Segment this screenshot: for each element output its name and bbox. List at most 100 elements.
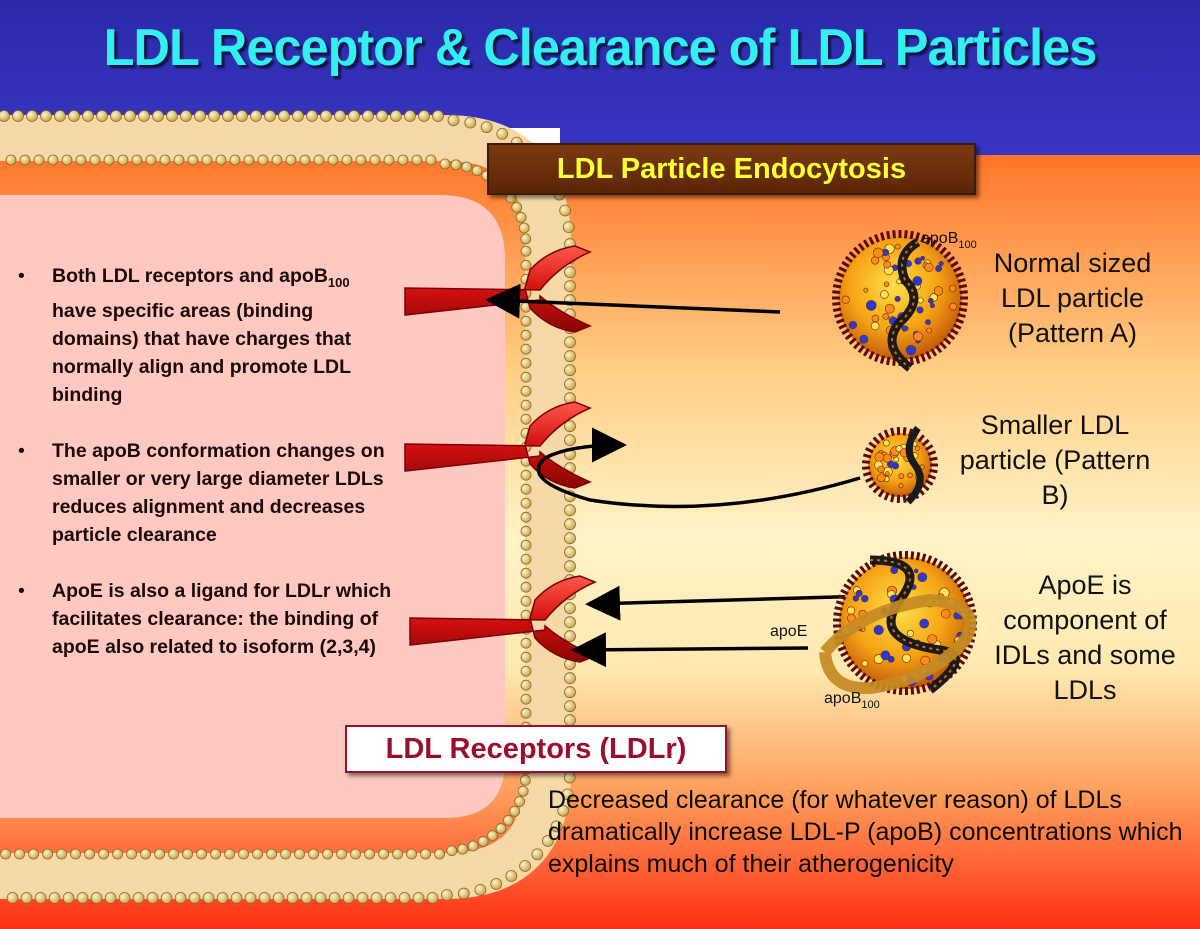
receptors-label: LDL Receptors (LDLr): [345, 725, 727, 773]
lipid-head: [131, 154, 143, 166]
lipid-head: [230, 892, 243, 904]
lipid-head: [520, 651, 532, 663]
lipid-head: [502, 815, 514, 826]
lipid-head: [439, 158, 451, 170]
particle-molecule: [924, 262, 934, 272]
phospholipid: [835, 600, 845, 606]
lipid-head: [278, 110, 290, 122]
phospholipid: [926, 555, 933, 564]
particle-molecule: [847, 606, 855, 615]
lipid-head: [564, 686, 576, 699]
phospholipid: [930, 239, 938, 248]
lipid-head: [520, 679, 532, 691]
lipid-head: [266, 848, 277, 860]
lipid-head: [514, 796, 526, 807]
lipid-head: [348, 110, 360, 122]
lipid-head: [341, 154, 353, 166]
lipid-head: [244, 892, 257, 904]
lipid-head: [426, 892, 439, 904]
bullet-mark: •: [18, 265, 25, 287]
lipid-head: [520, 693, 532, 705]
lipid-head: [61, 154, 73, 166]
phospholipid: [872, 436, 881, 445]
lipid-head: [224, 848, 235, 860]
lipid-head: [505, 870, 518, 882]
particle-molecule: [938, 261, 944, 267]
lipid-head: [40, 110, 52, 122]
particle-molecule: [882, 453, 892, 463]
lipid-head: [520, 385, 532, 397]
lipid-head: [362, 110, 374, 122]
phospholipid: [921, 684, 927, 693]
bullet-mark: •: [18, 439, 25, 462]
phospholipid: [841, 260, 850, 268]
endocytosis-label: LDL Particle Endocytosis: [487, 143, 976, 195]
particle-molecule: [874, 452, 885, 463]
lipid-head: [5, 154, 17, 166]
lipid-head: [334, 110, 346, 122]
lipid-head: [520, 259, 532, 271]
lipid-head: [495, 823, 507, 834]
particle-molecule: [929, 303, 935, 309]
lipid-head: [336, 848, 347, 860]
ldl-receptor-2: [404, 401, 592, 489]
lipid-head: [520, 595, 532, 607]
apob-label-top: apoB100: [921, 230, 977, 251]
lipid-head: [355, 154, 367, 166]
particle-molecule: [884, 303, 895, 314]
particle-molecule: [902, 653, 911, 663]
lipid-head: [487, 830, 498, 841]
lipid-head: [308, 848, 319, 860]
lipid-head: [520, 357, 532, 369]
phospholipid: [838, 266, 847, 273]
lipid-head: [145, 154, 157, 166]
particle-molecule: [917, 572, 928, 583]
particle-molecule: [913, 568, 919, 574]
lipid-head: [383, 154, 395, 166]
lipid-head: [208, 110, 220, 122]
lipid-head: [124, 110, 136, 122]
bullet-mark: •: [18, 579, 25, 602]
lipid-head: [520, 553, 532, 565]
phospholipid: [953, 266, 962, 273]
phospholipid: [920, 234, 926, 243]
ldl-receptor-3: [409, 575, 597, 663]
lipid-head: [520, 581, 532, 593]
phospholipid: [914, 355, 921, 364]
cell-interior: [0, 195, 505, 818]
phospholipid: [840, 650, 849, 658]
lipid-head: [313, 154, 325, 166]
phospholipid: [853, 341, 861, 350]
bullet-item-binding: • Both LDL receptors and apoB100 have sp…: [18, 262, 398, 409]
particle-molecule: [880, 290, 889, 299]
particle-molecule: [894, 295, 901, 302]
particle-molecule: [863, 287, 869, 293]
phospholipid: [939, 341, 947, 350]
phospholipid: [949, 571, 958, 580]
lipid-head: [520, 233, 532, 245]
phospholipid: [832, 307, 842, 312]
particle-molecule: [907, 472, 913, 479]
lipid-head: [564, 532, 576, 545]
particle-molecule: [926, 327, 932, 334]
lipid-head: [320, 110, 332, 122]
lipid-head: [520, 245, 532, 257]
particle-molecule: [870, 321, 880, 331]
phospholipid: [838, 323, 847, 330]
lipid-head: [202, 892, 215, 904]
phospholipid: [872, 485, 881, 494]
phospholipid: [909, 356, 914, 366]
lipid-head: [561, 788, 574, 801]
lipid-head: [48, 892, 61, 904]
particle-molecule: [914, 257, 922, 265]
phospholipid: [962, 591, 972, 598]
particle-molecule: [905, 344, 917, 356]
phospholipid: [958, 284, 968, 289]
lipid-head: [447, 114, 460, 127]
phospholipid: [883, 429, 890, 439]
phospholipid: [874, 353, 880, 362]
phospholipid: [868, 481, 877, 489]
ldl-particle-normal: [832, 230, 968, 366]
lipid-head: [300, 892, 313, 904]
